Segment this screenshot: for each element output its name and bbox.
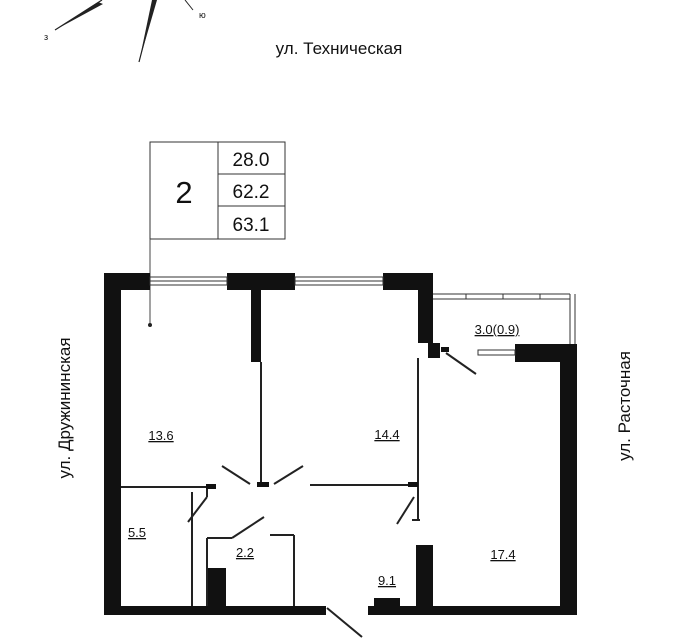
street-left-label: ул. Дружининская (55, 337, 74, 478)
door-leaf (231, 516, 265, 539)
wall-segment (227, 273, 295, 290)
leader-dot (148, 323, 152, 327)
room-label-kitchen: 17.4 (490, 547, 515, 562)
total-with-balcony: 63.1 (233, 215, 270, 236)
entrance-door-leaf (326, 607, 363, 638)
total-area: 62.2 (233, 182, 270, 203)
street-top-label: ул. Техническая (276, 39, 403, 58)
windows (149, 276, 384, 286)
door-hinge (206, 484, 216, 489)
wall-segment (418, 273, 433, 343)
balcony-door-window (477, 349, 516, 356)
compass-needle-east (184, 0, 194, 11)
door-leaf (221, 465, 251, 485)
wall-segment (104, 606, 326, 615)
room-label-wc: 2.2 (236, 545, 254, 560)
door-leaf (187, 496, 208, 523)
room-label-bedroom-left: 13.6 (148, 428, 173, 443)
wall-segment (560, 344, 577, 614)
info-box: 2 28.0 62.2 63.1 (148, 141, 286, 327)
doors (187, 352, 477, 638)
living-area: 28.0 (233, 150, 270, 171)
compass-label-west: з (44, 32, 48, 42)
balcony-outline (433, 293, 576, 356)
compass: з ю (44, 0, 206, 63)
street-right-label: ул. Расточная (615, 351, 634, 461)
rooms-count: 2 (175, 175, 192, 210)
door-leaf (273, 465, 304, 485)
wall-segment (251, 290, 261, 362)
room-label-bedroom-middle: 14.4 (374, 427, 399, 442)
wall-segment (206, 568, 226, 608)
door-hinge (408, 482, 418, 487)
door-hinge (441, 347, 449, 352)
room-label-bathroom: 5.5 (128, 525, 146, 540)
door-hinges (206, 347, 449, 489)
door-hinge (257, 482, 269, 487)
partitions (121, 358, 420, 606)
wall-segment (104, 273, 121, 615)
room-label-hall: 9.1 (378, 573, 396, 588)
door-leaf (396, 496, 415, 525)
wall-segment (416, 545, 433, 607)
wall-segment (374, 598, 400, 608)
door-leaf (445, 352, 477, 375)
compass-needle-west-head (55, 2, 103, 30)
room-label-balcony: 3.0(0.9) (475, 322, 520, 337)
compass-needle-south-head (139, 0, 157, 62)
wall-segment (368, 606, 577, 615)
walls (104, 273, 577, 615)
compass-label-south: ю (199, 10, 206, 20)
wall-segment (428, 343, 440, 358)
